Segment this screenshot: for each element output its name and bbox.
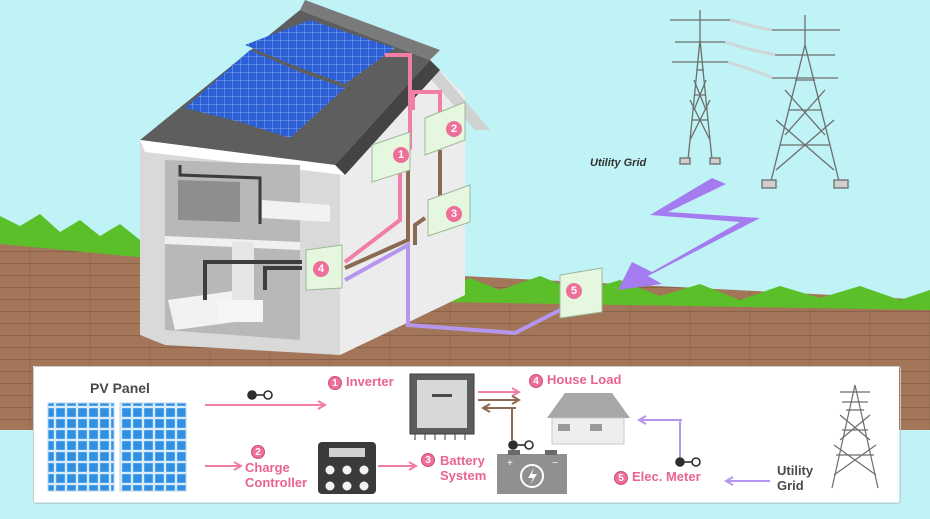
charge-controller-number: 2 xyxy=(251,445,265,459)
svg-text:+: + xyxy=(507,458,513,469)
elec-meter-number: 5 xyxy=(614,471,628,485)
pv-panel-label: PV Panel xyxy=(90,380,150,396)
solar-panel xyxy=(185,50,300,122)
battery-system-label-line1: Battery xyxy=(440,453,485,468)
switch-icon xyxy=(247,390,701,467)
legend-battery-device: + − xyxy=(497,450,567,494)
battery-system-number: 3 xyxy=(421,453,435,467)
box-number-1: 1 xyxy=(393,147,409,163)
solar-panel xyxy=(240,72,345,138)
charge-controller-box xyxy=(424,101,466,156)
battery-system-label-line2: System xyxy=(440,468,487,483)
legend-house-load-icon xyxy=(547,393,630,445)
transmission-tower-right xyxy=(761,15,849,189)
charge-controller-label-line2: Controller xyxy=(245,475,308,490)
legend-inverter-device xyxy=(409,373,475,440)
legend-tower-icon xyxy=(831,384,879,489)
solar-panel xyxy=(300,35,395,84)
inverter-number: 1 xyxy=(328,376,342,390)
box-number-3: 3 xyxy=(446,206,462,222)
legend-panel xyxy=(33,366,901,504)
elec-meter-label: Elec. Meter xyxy=(632,469,701,484)
legend-pv-panels xyxy=(47,402,187,492)
power-lines xyxy=(724,18,776,80)
inverter-label: Inverter xyxy=(346,374,394,389)
solar-panel xyxy=(245,20,355,68)
legend-charge-controller-device xyxy=(318,442,376,494)
charge-controller-label-line1: Charge xyxy=(245,460,290,475)
svg-text:−: − xyxy=(552,458,558,469)
legend-arrows xyxy=(205,387,770,486)
box-number-4: 4 xyxy=(313,261,329,277)
utility-grid-legend-label-line1: Utility xyxy=(777,463,814,478)
house-load-number: 4 xyxy=(529,374,543,388)
utility-grid-scene-label: Utility Grid xyxy=(590,157,647,169)
utility-grid-legend-label-line2: Grid xyxy=(777,478,804,493)
transmission-tower-left xyxy=(670,10,730,165)
box-number-5: 5 xyxy=(566,283,582,299)
inverter-box xyxy=(371,131,411,183)
box-number-2: 2 xyxy=(446,121,462,137)
lightning-bolt xyxy=(618,178,760,290)
house-load-label: House Load xyxy=(547,372,622,387)
